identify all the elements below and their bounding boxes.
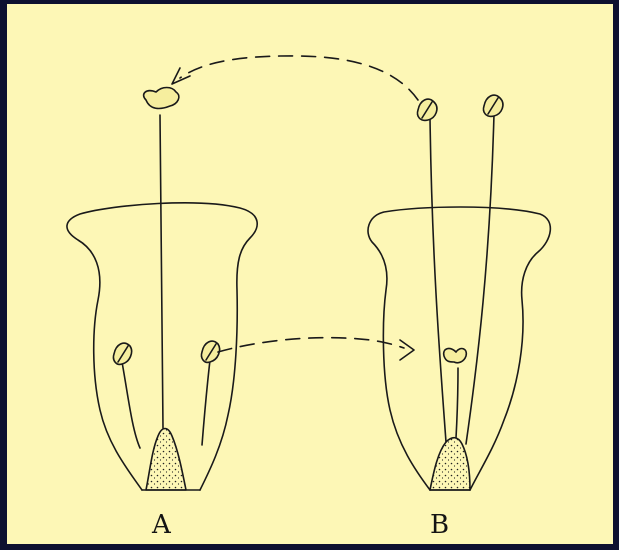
- flower-a-ovary: [146, 429, 186, 491]
- flower-b-label: B: [430, 510, 449, 540]
- flower-a-right-anther: [201, 341, 219, 362]
- flower-a-right-filament: [202, 360, 210, 445]
- flower-b-stigma: [444, 349, 467, 363]
- flower-b-right-filament: [466, 114, 494, 444]
- flower-b-right-anther: [483, 95, 502, 116]
- arrow-top-dashed: [180, 56, 418, 100]
- flower-b-left-anther: [417, 99, 436, 120]
- flower-a-style: [160, 115, 163, 428]
- arrow-bottom-dashed: [218, 338, 404, 352]
- flower-a-left-filament: [122, 362, 140, 448]
- flower-a-left-anther: [113, 343, 131, 364]
- flower-b-style: [456, 368, 458, 438]
- flower-b-left-filament: [430, 118, 446, 442]
- flower-a-stigma: [144, 88, 179, 109]
- arrow-top-head: [172, 68, 190, 84]
- arrow-bottom-head: [400, 340, 414, 360]
- flower-b-ovary: [430, 438, 470, 490]
- flower-a-label: A: [152, 510, 171, 540]
